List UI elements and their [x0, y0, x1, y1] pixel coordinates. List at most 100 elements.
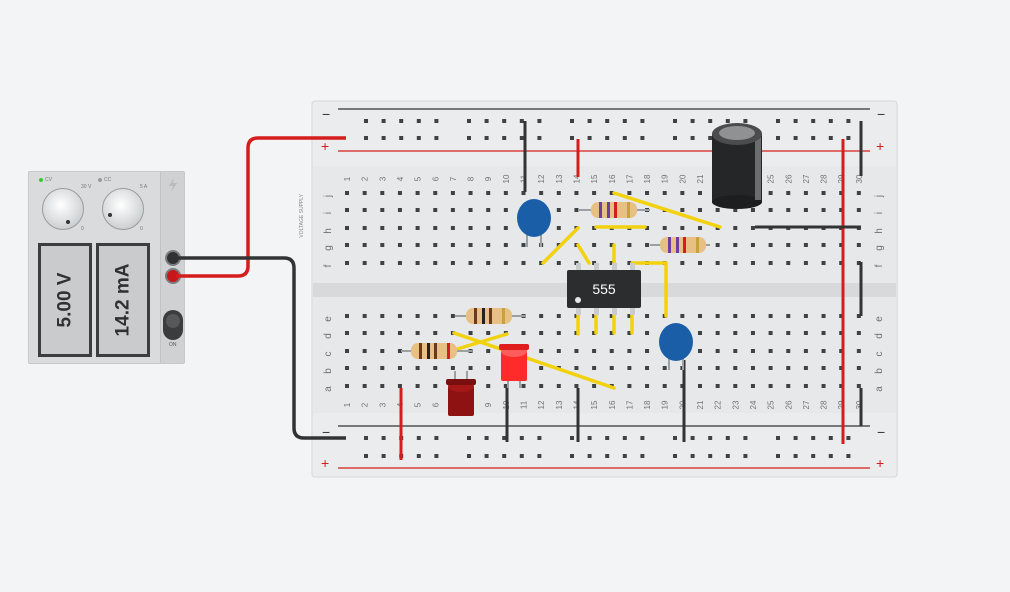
breadboard-hole[interactable]	[345, 226, 349, 230]
breadboard-hole[interactable]	[345, 191, 349, 195]
breadboard-hole[interactable]	[468, 349, 473, 353]
breadboard-hole[interactable]	[793, 119, 798, 123]
breadboard-hole[interactable]	[521, 314, 526, 318]
breadboard-hole[interactable]	[380, 331, 385, 335]
breadboard-hole[interactable]	[645, 349, 650, 353]
breadboard-hole[interactable]	[856, 208, 861, 212]
led-dark-red[interactable]	[446, 371, 476, 416]
breadboard-hole[interactable]	[715, 349, 720, 353]
breadboard-hole[interactable]	[609, 261, 614, 265]
breadboard-hole[interactable]	[803, 349, 808, 353]
breadboard-hole[interactable]	[521, 349, 526, 353]
breadboard-hole[interactable]	[556, 208, 561, 212]
breadboard-hole[interactable]	[450, 384, 455, 388]
breadboard-hole[interactable]	[484, 136, 489, 140]
breadboard-hole[interactable]	[846, 136, 851, 140]
breadboard-hole[interactable]	[362, 384, 367, 388]
breadboard-hole[interactable]	[768, 314, 773, 318]
breadboard-hole[interactable]	[537, 454, 542, 458]
breadboard-hole[interactable]	[750, 226, 755, 230]
breadboard-hole[interactable]	[502, 136, 507, 140]
breadboard-hole[interactable]	[750, 384, 755, 388]
breadboard-hole[interactable]	[574, 191, 579, 195]
negative-terminal[interactable]	[165, 250, 181, 266]
breadboard-hole[interactable]	[645, 314, 650, 318]
breadboard-hole[interactable]	[521, 384, 526, 388]
breadboard-hole[interactable]	[450, 366, 455, 370]
breadboard-hole[interactable]	[503, 261, 508, 265]
breadboard-hole[interactable]	[750, 314, 755, 318]
breadboard-hole[interactable]	[839, 314, 844, 318]
breadboard-hole[interactable]	[627, 331, 632, 335]
breadboard-hole[interactable]	[468, 366, 473, 370]
breadboard-hole[interactable]	[345, 349, 349, 353]
breadboard-hole[interactable]	[362, 314, 367, 318]
breadboard-hole[interactable]	[768, 191, 773, 195]
breadboard-hole[interactable]	[811, 454, 816, 458]
breadboard-hole[interactable]	[839, 366, 844, 370]
breadboard-hole[interactable]	[345, 208, 349, 212]
breadboard-hole[interactable]	[397, 349, 402, 353]
breadboard-hole[interactable]	[786, 261, 791, 265]
breadboard-hole[interactable]	[627, 261, 632, 265]
breadboard-hole[interactable]	[768, 331, 773, 335]
breadboard-hole[interactable]	[786, 191, 791, 195]
breadboard-hole[interactable]	[768, 366, 773, 370]
breadboard-hole[interactable]	[450, 191, 455, 195]
breadboard-hole[interactable]	[450, 261, 455, 265]
breadboard-hole[interactable]	[715, 314, 720, 318]
breadboard-hole[interactable]	[698, 243, 702, 247]
breadboard-hole[interactable]	[846, 454, 851, 458]
breadboard-hole[interactable]	[662, 208, 667, 212]
breadboard-hole[interactable]	[733, 191, 738, 195]
breadboard-hole[interactable]	[609, 349, 614, 353]
breadboard-hole[interactable]	[645, 243, 650, 247]
breadboard-hole[interactable]	[811, 136, 816, 140]
breadboard-hole[interactable]	[521, 331, 526, 335]
breadboard-hole[interactable]	[662, 331, 667, 335]
breadboard-hole[interactable]	[698, 314, 702, 318]
breadboard-hole[interactable]	[750, 331, 755, 335]
resistor[interactable]	[650, 237, 710, 253]
breadboard-hole[interactable]	[645, 226, 650, 230]
breadboard-hole[interactable]	[570, 136, 574, 140]
breadboard-hole[interactable]	[605, 119, 610, 123]
breadboard-hole[interactable]	[856, 243, 861, 247]
breadboard-hole[interactable]	[399, 454, 404, 458]
breadboard-hole[interactable]	[793, 454, 798, 458]
breadboard-hole[interactable]	[673, 454, 677, 458]
breadboard-hole[interactable]	[450, 331, 455, 335]
breadboard-hole[interactable]	[856, 261, 861, 265]
breadboard-hole[interactable]	[433, 243, 438, 247]
breadboard-hole[interactable]	[821, 261, 826, 265]
breadboard-hole[interactable]	[733, 261, 738, 265]
breadboard-hole[interactable]	[846, 436, 851, 440]
breadboard-hole[interactable]	[570, 454, 574, 458]
breadboard-hole[interactable]	[539, 261, 544, 265]
breadboard-hole[interactable]	[380, 243, 385, 247]
breadboard-hole[interactable]	[698, 349, 702, 353]
breadboard-hole[interactable]	[786, 226, 791, 230]
breadboard-hole[interactable]	[345, 261, 349, 265]
breadboard-hole[interactable]	[433, 366, 438, 370]
breadboard-hole[interactable]	[539, 366, 544, 370]
breadboard-hole[interactable]	[768, 226, 773, 230]
breadboard-hole[interactable]	[645, 331, 650, 335]
breadboard-hole[interactable]	[381, 136, 386, 140]
breadboard-hole[interactable]	[364, 136, 368, 140]
breadboard-hole[interactable]	[662, 384, 667, 388]
breadboard-hole[interactable]	[397, 384, 402, 388]
breadboard-hole[interactable]	[609, 191, 614, 195]
breadboard-hole[interactable]	[362, 331, 367, 335]
breadboard-hole[interactable]	[345, 243, 349, 247]
breadboard-hole[interactable]	[521, 226, 526, 230]
breadboard-hole[interactable]	[698, 208, 702, 212]
breadboard-hole[interactable]	[609, 208, 614, 212]
breadboard-hole[interactable]	[622, 136, 627, 140]
breadboard[interactable]	[311, 100, 898, 478]
breadboard-hole[interactable]	[715, 226, 720, 230]
power-switch[interactable]	[163, 310, 183, 340]
breadboard-hole[interactable]	[574, 366, 579, 370]
breadboard-hole[interactable]	[673, 436, 677, 440]
breadboard-hole[interactable]	[486, 243, 491, 247]
